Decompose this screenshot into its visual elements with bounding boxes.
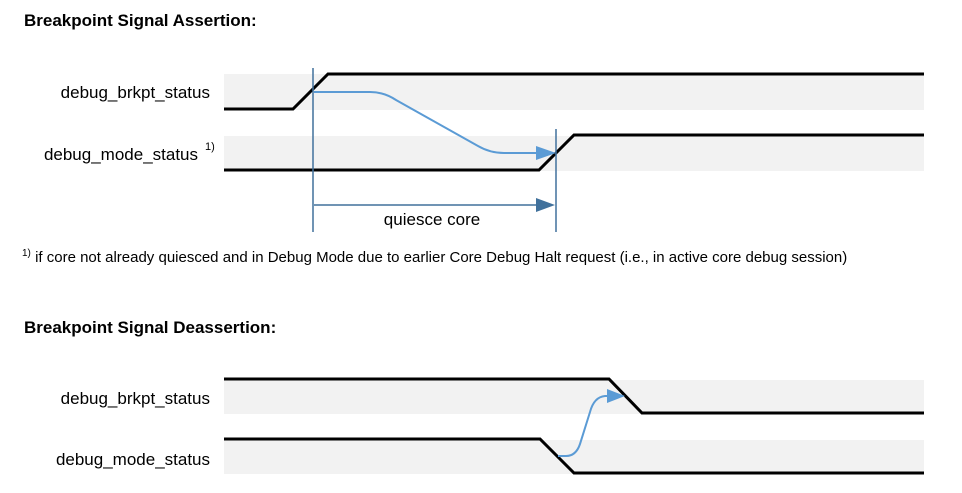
deassertion-title: Breakpoint Signal Deassertion:	[24, 318, 277, 337]
interval-arrowhead	[536, 198, 555, 212]
interval-label: quiesce core	[384, 210, 480, 229]
lane-deassert-brkpt	[224, 380, 924, 414]
cause-arrowhead-assert	[536, 146, 556, 160]
footnote-text: if core not already quiesced and in Debu…	[35, 249, 848, 266]
lane-deassert-mode	[224, 440, 924, 474]
lane-assert-mode	[224, 136, 924, 171]
label-assert-brkpt: debug_brkpt_status	[60, 83, 210, 102]
footnote: 1) if core not already quiesced and in D…	[22, 248, 847, 266]
waveform-assert-brkpt	[224, 72, 924, 111]
assertion-title: Breakpoint Signal Assertion:	[24, 11, 257, 30]
label-assert-mode: debug_mode_status	[43, 145, 198, 164]
waveform-deassert-mode	[224, 437, 924, 475]
cause-arrow-deassert	[558, 395, 610, 457]
label-deassert-mode: debug_mode_status	[55, 450, 210, 469]
cause-arrow-assert	[314, 91, 538, 154]
label-assert-mode-marker: 1)	[205, 141, 215, 153]
label-deassert-brkpt: debug_brkpt_status	[60, 389, 210, 408]
waveform-deassert-brkpt	[224, 377, 924, 415]
footnote-marker: 1)	[22, 248, 31, 259]
cause-arrowhead-deassert	[607, 389, 625, 403]
